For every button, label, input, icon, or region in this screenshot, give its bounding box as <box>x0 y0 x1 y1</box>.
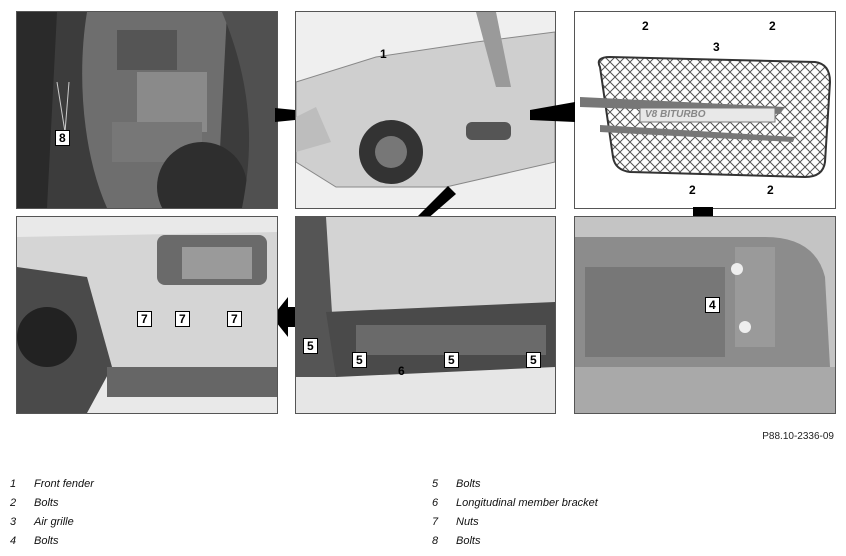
arrow-to-sill <box>418 186 456 220</box>
panel-wheel-arch-interior: 8 <box>16 11 278 209</box>
v8-biturbo-badge-text: V8 BITURBO <box>645 109 706 120</box>
callout-nuts-7a: 7 <box>137 311 152 327</box>
callout-nuts-7b: 7 <box>175 311 190 327</box>
callout-bolts-5c: 5 <box>444 352 459 368</box>
callout-nuts-7c: 7 <box>227 311 242 327</box>
callout-bolts-2d: 2 <box>767 183 774 197</box>
callout-bolts-4: 4 <box>705 297 720 313</box>
grille-opening-illustration <box>575 217 835 413</box>
callout-bolts-2a: 2 <box>642 19 649 33</box>
panel-fender-nuts: 7 7 7 <box>16 216 278 414</box>
panel-sill-bolts: 5 5 6 5 5 <box>295 216 556 414</box>
panel-air-grille: 2 2 3 2 2 V8 BITURBO <box>574 11 836 209</box>
sill-bolts-illustration <box>296 217 555 413</box>
callout-air-grille-3: 3 <box>713 40 720 54</box>
vehicle-front-illustration <box>296 12 555 208</box>
panel-vehicle-front: 1 <box>295 11 556 209</box>
callout-bolts-2b: 2 <box>769 19 776 33</box>
arrow-left-icon <box>272 297 298 337</box>
callout-bolts-5a: 5 <box>303 338 318 354</box>
callout-bolts-5b: 5 <box>352 352 367 368</box>
panel-grille-opening-bolts: 4 <box>574 216 836 414</box>
callout-bolts-2c: 2 <box>689 183 696 197</box>
air-grille-illustration <box>575 12 835 208</box>
callout-front-fender-1: 1 <box>380 47 387 61</box>
arrow-to-air-grille <box>275 102 575 122</box>
callout-bracket-6: 6 <box>398 364 405 378</box>
reference-code: P88.10-2336-09 <box>762 431 834 442</box>
callout-bolts-5d: 5 <box>526 352 541 368</box>
wheel-arch-illustration <box>17 12 277 208</box>
callout-bolts-8: 8 <box>55 130 70 146</box>
